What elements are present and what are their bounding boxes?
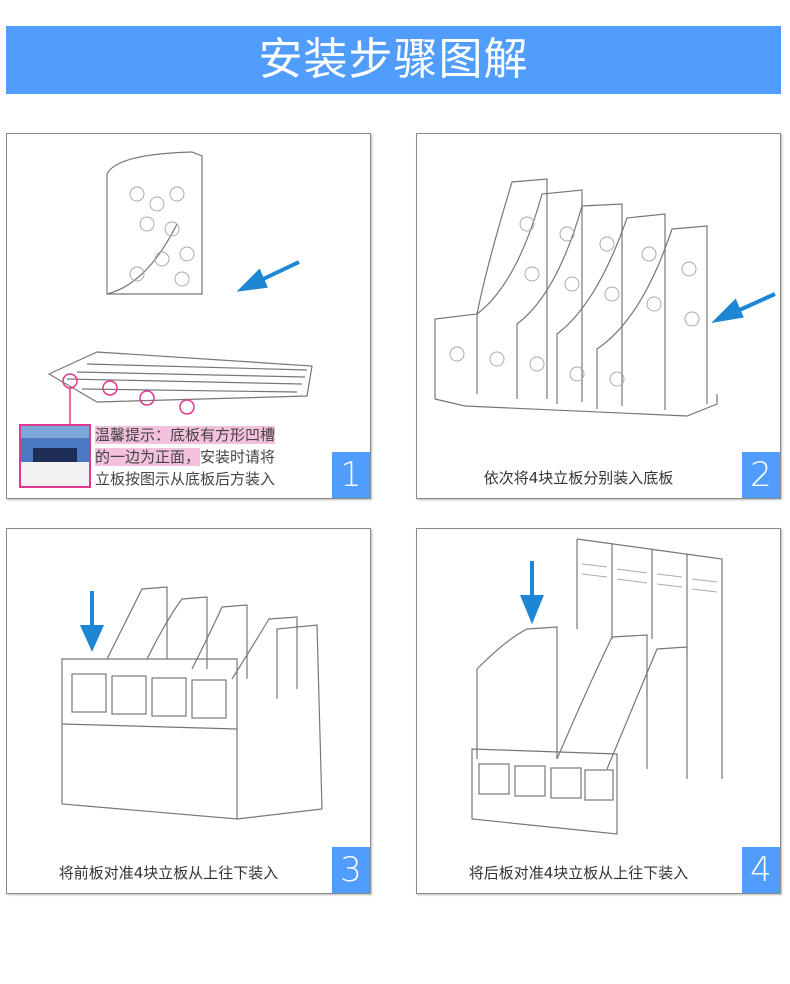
divider-panel: [106, 151, 203, 295]
step-2-illustration: [434, 178, 776, 417]
step-4-illustration: [471, 538, 723, 835]
arrow-icon: [520, 561, 544, 625]
step-1-panel: 温馨提示：底板有方形凹槽 的一边为正面，安装时请将 立板按图示从底板后方装入 1: [6, 133, 371, 499]
step-number-badge: 2: [742, 452, 780, 498]
step-2-panel: 依次将4块立板分别装入底板 2: [416, 133, 781, 499]
arrow-icon: [711, 292, 776, 323]
front-panel: [471, 748, 618, 835]
step-3-illustration: [61, 586, 323, 820]
step-number-badge: 1: [332, 452, 370, 498]
step-caption: 将前板对准4块立板从上往下装入: [58, 864, 279, 882]
installation-tip: 温馨提示：底板有方形凹槽 的一边为正面，安装时请将 立板按图示从底板后方装入: [95, 426, 276, 488]
step-number-badge: 4: [742, 847, 780, 893]
arrow-icon: [236, 260, 300, 292]
back-panel: [576, 538, 723, 779]
step-number-badge: 3: [332, 847, 370, 893]
step-3-panel: 将前板对准4块立板从上往下装入 3: [6, 528, 371, 894]
groove-markers: [62, 373, 195, 424]
page-title: 安装步骤图解: [6, 26, 781, 94]
step-1-illustration: [47, 151, 313, 424]
arrow-icon: [79, 591, 105, 652]
front-panel: [61, 658, 238, 820]
step-caption: 依次将4块立板分别装入底板: [483, 469, 674, 487]
step-caption: 将后板对准4块立板从上往下装入: [468, 864, 689, 882]
base-plate: [47, 351, 313, 403]
groove-detail-image: [19, 424, 91, 488]
step-4-panel: 将后板对准4块立板从上往下装入 4: [416, 528, 781, 894]
